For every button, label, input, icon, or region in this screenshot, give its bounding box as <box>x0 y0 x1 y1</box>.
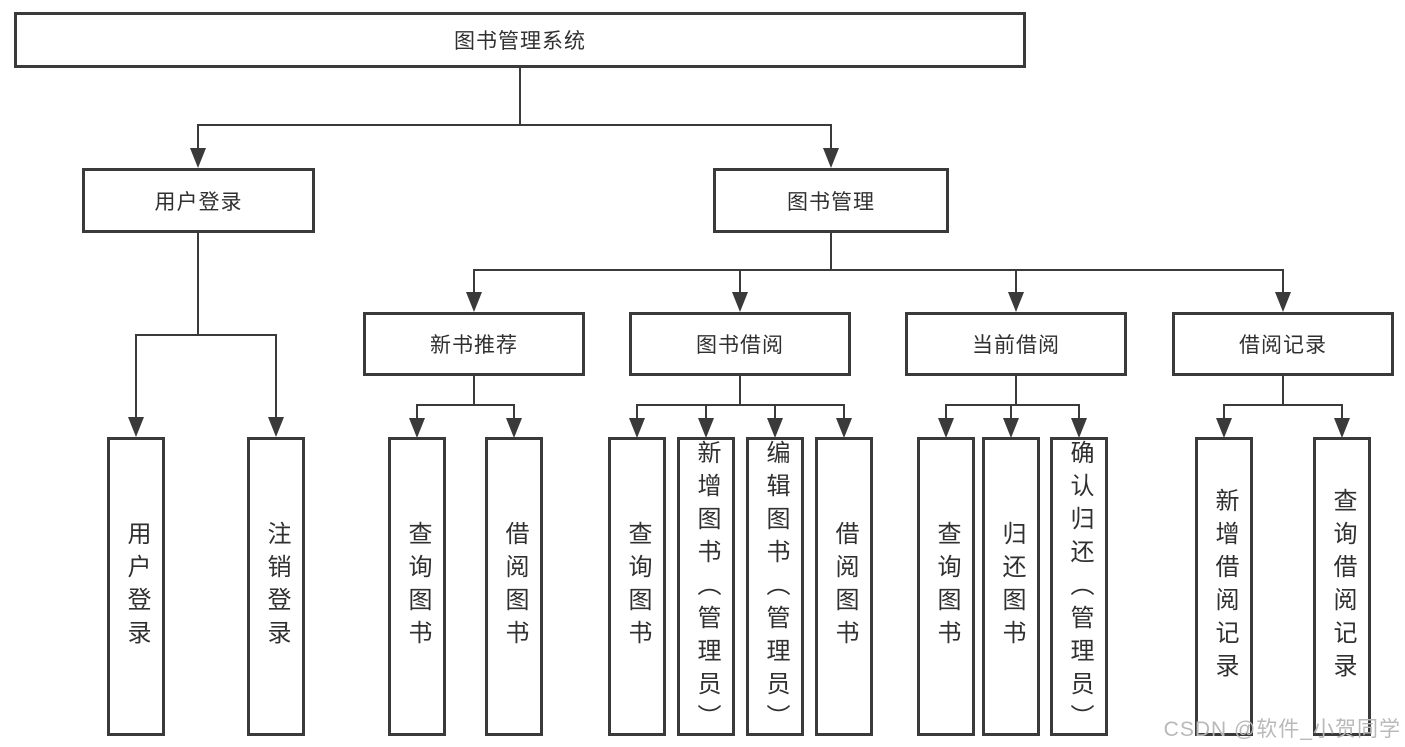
node-label: 新增借阅记录 <box>1211 487 1238 686</box>
leaf-query-books-current: 查询图书 <box>917 437 975 736</box>
node-label: 借阅记录 <box>1239 334 1327 357</box>
arrow-down-icon <box>1071 418 1087 438</box>
node-label: 查询图书 <box>933 520 960 653</box>
arrow-down-icon <box>466 292 482 312</box>
node-label: 查询图书 <box>624 520 651 653</box>
arrow-down-icon <box>409 418 425 438</box>
arrow-down-icon <box>268 417 284 437</box>
arrow-down-icon <box>836 418 852 438</box>
arrow-down-icon <box>629 418 645 438</box>
node-label: 当前借阅 <box>972 334 1060 357</box>
arrow-down-icon <box>1334 418 1350 438</box>
node-user-login: 用户登录 <box>82 168 315 233</box>
node-label: 查询借阅记录 <box>1329 487 1356 686</box>
arrow-down-icon <box>767 418 783 438</box>
leaf-borrow-books-recommend: 借阅图书 <box>485 437 543 736</box>
leaf-edit-book-admin: 编辑图书（管理员） <box>746 437 804 737</box>
csdn-watermark: CSDN @软件_小贺同学 <box>1163 718 1401 741</box>
node-label: 图书管理系统 <box>454 30 586 53</box>
arrow-down-icon <box>1003 418 1019 438</box>
leaf-logout: 注销登录 <box>247 437 305 736</box>
leaf-borrow-books: 借阅图书 <box>815 437 873 736</box>
leaf-user-login: 用户登录 <box>107 437 165 736</box>
leaf-query-books-borrowing: 查询图书 <box>608 437 666 736</box>
leaf-add-book-admin: 新增图书（管理员） <box>677 437 735 737</box>
arrow-down-icon <box>1216 418 1232 438</box>
arrow-down-icon <box>698 418 714 438</box>
arrow-down-icon <box>823 148 839 168</box>
node-book-borrowing: 图书借阅 <box>629 312 851 376</box>
arrow-down-icon <box>128 417 144 437</box>
node-new-book-recommendation: 新书推荐 <box>363 312 585 376</box>
node-label: 图书管理 <box>787 190 875 214</box>
arrow-down-icon <box>1275 292 1291 312</box>
node-current-borrowing: 当前借阅 <box>905 312 1127 376</box>
leaf-return-book: 归还图书 <box>982 437 1040 736</box>
node-library-system: 图书管理系统 <box>14 12 1026 68</box>
arrow-down-icon <box>732 292 748 312</box>
arrow-down-icon <box>1008 292 1024 312</box>
leaf-confirm-return-admin: 确认归还（管理员） <box>1050 437 1108 737</box>
node-label: 归还图书 <box>998 520 1025 653</box>
node-label: 用户登录 <box>123 520 150 653</box>
node-label: 借阅图书 <box>501 520 528 653</box>
node-borrowing-records: 借阅记录 <box>1172 312 1394 376</box>
node-label: 确认归还（管理员） <box>1066 440 1093 737</box>
node-label: 新增图书（管理员） <box>693 440 720 737</box>
node-label: 借阅图书 <box>831 520 858 653</box>
node-label: 查询图书 <box>404 520 431 653</box>
node-book-management: 图书管理 <box>713 168 949 233</box>
arrow-down-icon <box>190 148 206 168</box>
leaf-query-borrow-record: 查询借阅记录 <box>1313 437 1371 736</box>
leaf-add-borrow-record: 新增借阅记录 <box>1195 437 1253 736</box>
node-label: 用户登录 <box>154 190 243 214</box>
node-label: 新书推荐 <box>430 334 518 357</box>
node-label: 图书借阅 <box>696 334 784 357</box>
arrow-down-icon <box>938 418 954 438</box>
node-label: 编辑图书（管理员） <box>762 440 789 737</box>
arrow-down-icon <box>506 418 522 438</box>
leaf-query-books-recommend: 查询图书 <box>388 437 446 736</box>
node-label: 注销登录 <box>263 520 290 653</box>
